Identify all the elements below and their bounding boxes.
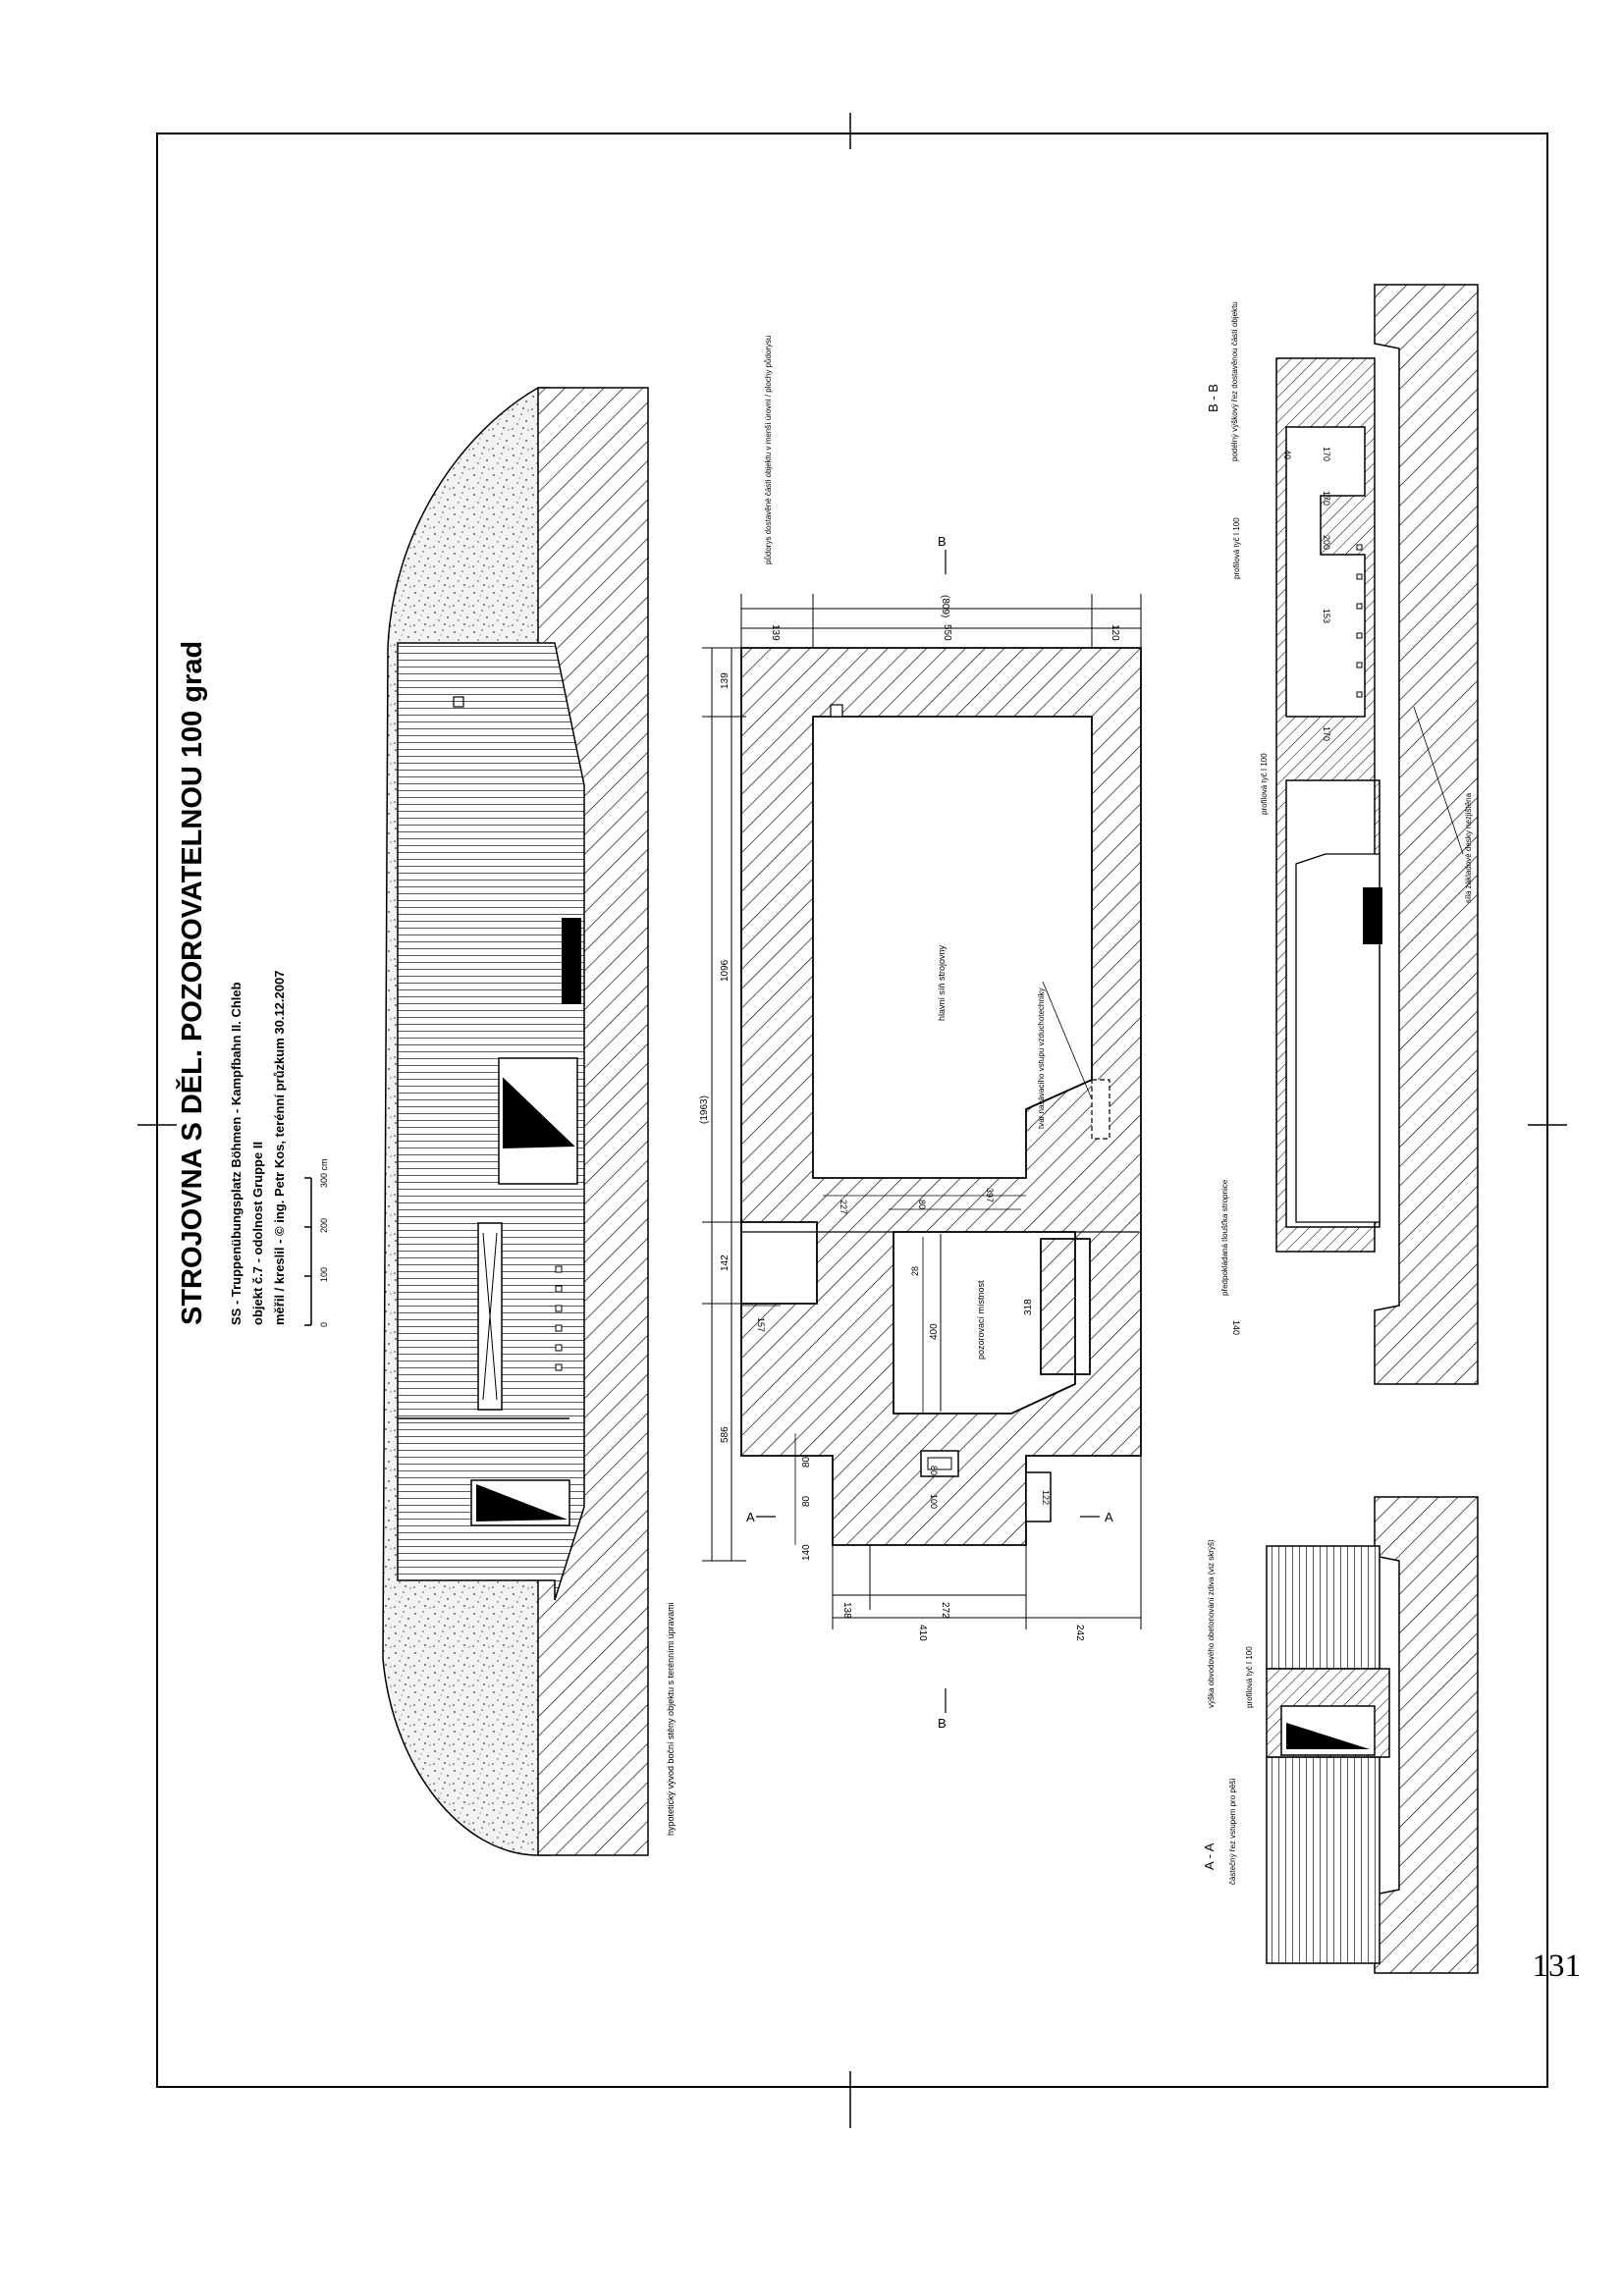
dim-inner-227: 227 [839,1200,848,1214]
inner-dims [741,1195,1026,1545]
dim-inner-80c: 80 [917,1200,927,1209]
bb-title: B - B [1206,384,1220,412]
dim-inner-400: 400 [929,1323,940,1340]
bb-dim-marks [1356,544,1363,698]
floor-plan: hlavní síň strojovny pozorovací místnost… [699,336,1142,1731]
dim-top-3: 120 [1110,624,1120,641]
section-mark-b1: B [938,534,947,549]
dim-inner-80a: 80 [801,1456,812,1468]
section-mark-a1: A [746,1510,755,1524]
dim-bottom-138: 138 [841,1602,852,1619]
dim-inner-318: 318 [1023,1299,1034,1315]
dim-inner-122: 122 [1041,1490,1051,1505]
dim-left-2: 1096 [720,959,731,982]
main-room-label: hlavní síň strojovny [937,944,947,1021]
dim-top-1: 139 [770,624,781,641]
observation-shaft [1025,1471,1052,1522]
dim-chain-top [740,594,1142,648]
vent-intake [1091,1079,1110,1140]
side-elevation: hypotetický vývod boční stěny objektu s … [382,387,676,1856]
elevation-body [397,642,585,1601]
bb-subtitle: podélný výškový řez dostavěnou částí obj… [1230,301,1239,461]
section-marks [756,550,1100,1713]
dim-top-2: 550 [942,624,952,641]
bb-interior-room [1295,853,1380,1223]
scale-tick-200: 200 [319,1218,329,1233]
upper-note: půdorys dostavěné části objektu v menší … [764,336,773,564]
bb-note-3: síla základové desky nezjištěna [1464,792,1473,903]
dim-inner-80d: 80 [929,1466,939,1475]
aa-title: A - A [1202,1842,1217,1870]
aa-note-2: výška obvodového obetonování zdiva (viz … [1207,1539,1216,1708]
bb-dim-170b: 170 [1322,491,1331,506]
dim-bottom-272: 272 [940,1602,950,1619]
scale-tick-100: 100 [319,1267,329,1282]
dim-inner-100: 100 [929,1494,939,1509]
dim-left-3: 142 [720,1255,731,1271]
page-number: 131 [1532,1949,1582,1984]
aa-subtitle: částečný řez vstupem pro pěší [1228,1778,1237,1885]
section-mark-a2: A [1105,1510,1113,1524]
dim-total-top: (809) [940,595,950,617]
vent-holes [555,1265,563,1371]
section-aa: A - A částečný řez vstupem pro pěší prof… [1202,1496,1479,1974]
scale-bar: 0 100 200 300 cm [304,1158,329,1327]
bb-dim-140: 140 [1231,1320,1241,1335]
section-bb: B - B podélný výškový řez dostavěnou čás… [1206,284,1479,1385]
embrasure-lower [470,1479,570,1526]
aa-lower-block [1266,1756,1380,1964]
aa-note-1: profilová tyč I 100 [1245,1646,1254,1708]
observation-label: pozorovací místnost [976,1280,986,1360]
bb-dim-153: 153 [1322,609,1331,623]
dim-inner-140: 140 [801,1544,812,1561]
embrasure-upper [498,1057,578,1185]
frame-border [156,133,1548,2088]
dim-inner-28: 28 [910,1266,920,1276]
bb-walls [1275,357,1380,1253]
info-line-3: měřil / kreslil - © ing. Petr Kos, terén… [272,971,287,1325]
dim-inner-80b: 80 [801,1495,812,1507]
dim-inner-397: 397 [985,1188,995,1202]
dim-chain-bottom [832,1456,1142,1629]
plan-walls [740,647,1142,1546]
drawing-title: STROJOVNA S DĚL. POZOROVATELNOU 100 grad [175,641,208,1325]
aa-upper-block [1266,1545,1380,1670]
title-block: STROJOVNA S DĚL. POZOROVATELNOU 100 grad… [175,641,329,1327]
bb-dim-40: 40 [1282,450,1292,459]
info-line-1: SS - Truppenübungsplatz Böhmen - Kampfba… [229,982,244,1325]
dim-bottom-242: 242 [1074,1625,1085,1641]
bb-dim-170c: 170 [1322,726,1331,741]
elevation-note: hypotetický vývod boční stěny objektu s … [666,1602,676,1836]
bb-dark-block [1363,887,1382,944]
dim-left-4: 586 [720,1426,731,1443]
bb-note-1: profilová tyč I 100 [1232,517,1241,579]
vent-note: tvar nasávacího vstupu vzduchotechniky [1037,988,1046,1129]
vent-slot [477,1222,503,1411]
elevation-slot [562,918,581,1004]
dim-left-1: 139 [720,672,731,689]
scale-tick-0: 0 [319,1322,329,1327]
bb-note-2: profilová tyč I 100 [1260,753,1269,815]
dim-bottom-410: 410 [917,1625,928,1641]
section-mark-b2: B [938,1716,947,1731]
center-marks [137,113,1567,2128]
scale-tick-300: 300 cm [319,1158,329,1188]
dim-total-left: (1963) [699,1095,710,1124]
bb-terrain [1374,284,1479,1385]
bb-note-4: předpokládaná tloušťka stropnice [1220,1179,1229,1296]
bb-dim-170a: 170 [1322,447,1331,461]
info-line-2: objekt č.7 - odolnost Gruppe II [250,1142,265,1325]
dim-inner-157: 157 [756,1317,766,1332]
entry-step [920,1450,959,1477]
dim-chain-left [702,647,746,1562]
bb-dim-200: 200 [1322,535,1331,550]
